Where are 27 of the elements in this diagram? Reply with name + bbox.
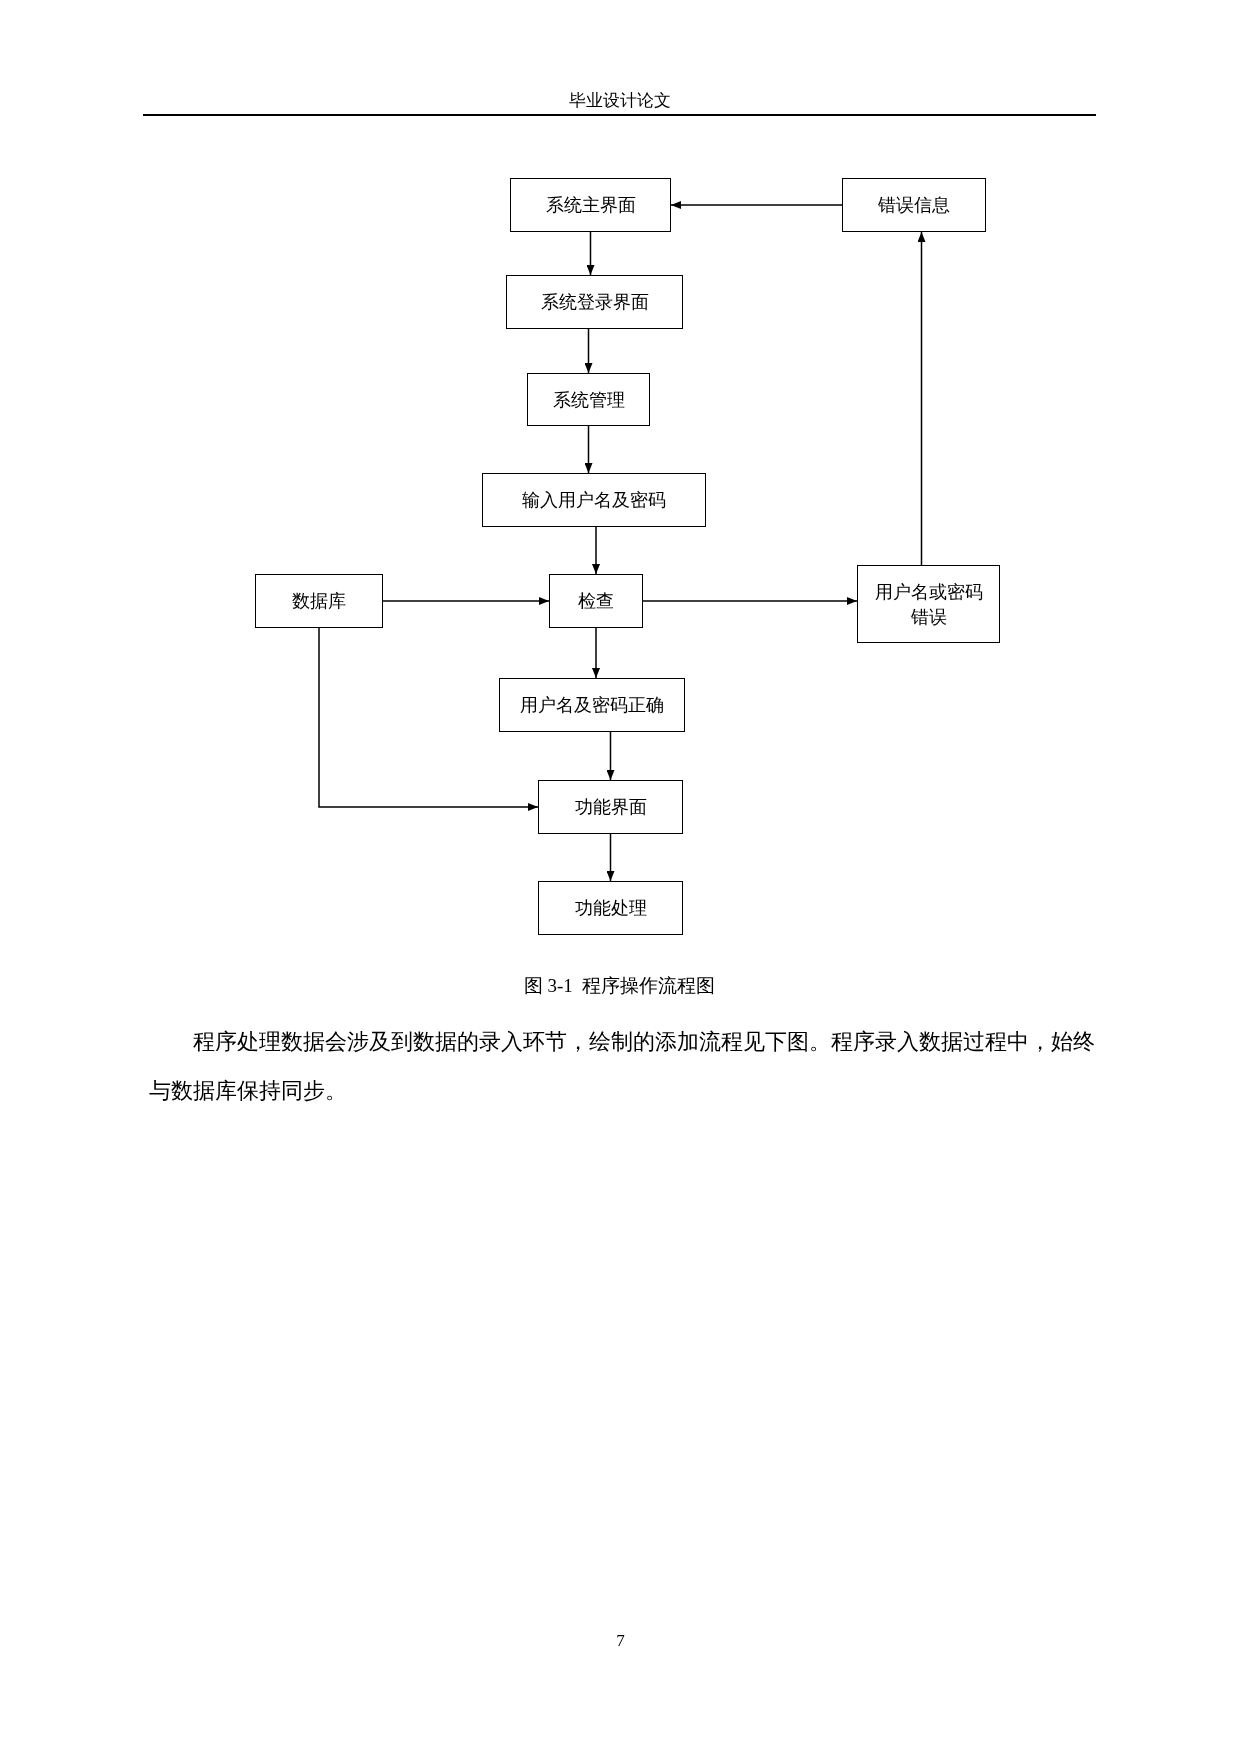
process-box: 用户名或密码错误 xyxy=(857,565,1000,643)
arrow xyxy=(318,627,539,811)
arrow xyxy=(606,731,615,781)
process-box: 系统登录界面 xyxy=(506,275,683,329)
arrow xyxy=(592,526,600,575)
process-box: 功能界面 xyxy=(538,780,683,834)
arrow xyxy=(592,627,600,679)
figure-caption: 图 3-1 程序操作流程图 xyxy=(522,974,717,998)
process-box: 用户名及密码正确 xyxy=(499,678,685,732)
arrow xyxy=(584,328,593,374)
arrow xyxy=(382,597,550,605)
arrow xyxy=(586,231,595,276)
arrow xyxy=(584,425,593,474)
page-header: 毕业设计论文 xyxy=(567,90,672,112)
process-box: 检查 xyxy=(549,574,643,628)
process-box: 功能处理 xyxy=(538,881,683,935)
process-box: 错误信息 xyxy=(842,178,986,232)
process-box: 系统管理 xyxy=(527,373,650,426)
arrow xyxy=(917,231,926,566)
process-box: 输入用户名及密码 xyxy=(482,473,706,527)
body-paragraph: 程序处理数据会涉及到数据的录入环节，绘制的添加流程见下图。程序录入数据过程中，始终与数据库保持同步。 xyxy=(149,1028,1095,1105)
arrow xyxy=(606,833,615,882)
process-box: 系统主界面 xyxy=(510,178,671,232)
process-box: 数据库 xyxy=(255,574,383,628)
page-number: 7 xyxy=(615,1630,626,1652)
arrow xyxy=(642,597,858,605)
arrow xyxy=(670,201,843,209)
